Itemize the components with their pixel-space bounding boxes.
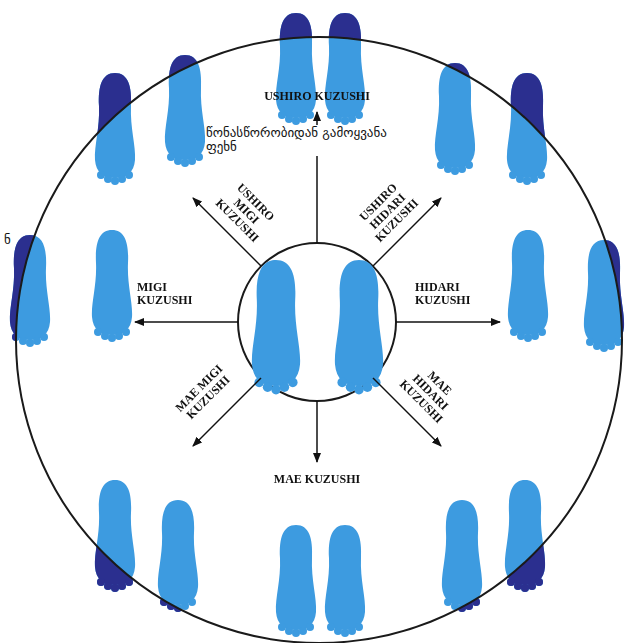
outer-circle [16,37,622,643]
direction-label: USHIRO KUZUSHI [264,90,370,103]
direction-label: MAE MIGI KUZUSHI [173,362,235,424]
stray-letter: ნ [3,232,12,248]
direction-label: USHIRO HIDARI KUZUSHI [352,176,424,248]
foot-prints-outside [10,13,624,637]
direction-label: USHIRO MIGI KUZUSHI [210,176,282,248]
overlay-note: წონასწორობიდან გამოყვანა ფეხნ [205,125,419,156]
direction-label: HIDARI KUZUSHI [415,281,505,307]
center-foot [252,260,300,394]
inner-circle [238,243,396,401]
direction-label: MIGI KUZUSHI [137,281,212,307]
direction-label: MAE KUZUSHI [274,473,360,486]
foot-prints [10,13,624,637]
direction-label: MAE HIDARI KUZUSHI [394,357,466,429]
center-foot [335,260,383,394]
